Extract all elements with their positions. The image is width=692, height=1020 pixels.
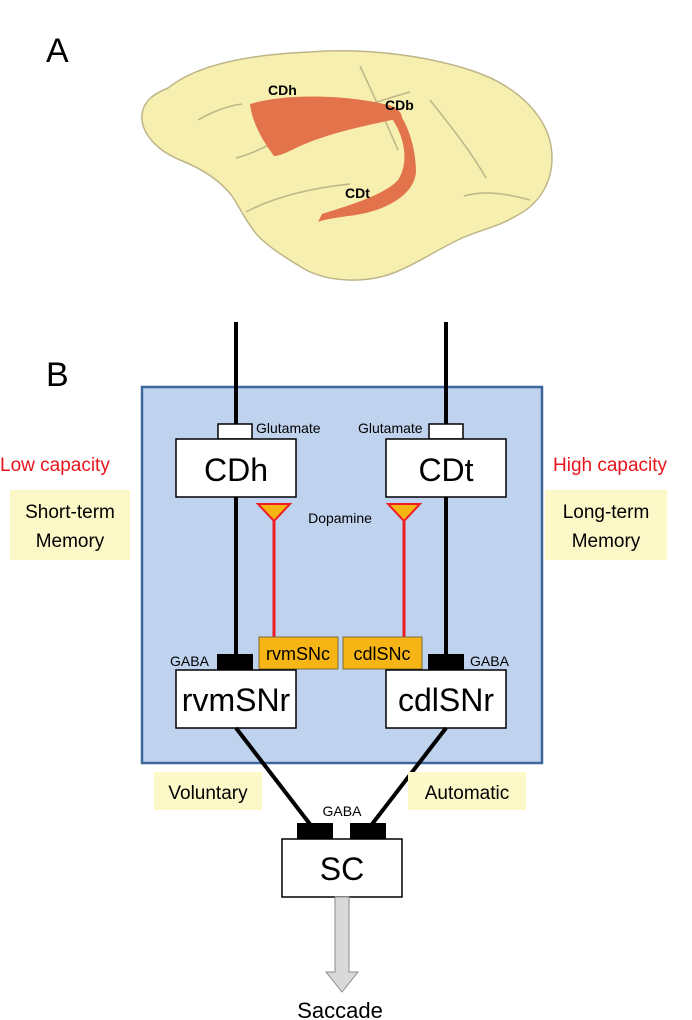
saccade-arrow bbox=[324, 896, 360, 993]
long-term-label-1: Long-term bbox=[563, 502, 650, 523]
panel-b-letter: B bbox=[46, 356, 69, 394]
rvmsnr-label: rvmSNr bbox=[182, 682, 291, 718]
caudate-body-tail bbox=[318, 108, 416, 222]
glutamate-label-left: Glutamate bbox=[256, 420, 321, 436]
sulcus-5 bbox=[463, 192, 531, 201]
glutamate-label-right: Glutamate bbox=[358, 420, 423, 436]
voluntary-label: Voluntary bbox=[168, 783, 248, 804]
gaba-label-left: GABA bbox=[170, 653, 210, 669]
cdlsnc-box bbox=[342, 636, 423, 670]
dopamine-label: Dopamine bbox=[308, 510, 372, 526]
automatic-bg bbox=[408, 772, 526, 810]
caudate-head bbox=[250, 96, 402, 156]
rvmsnc-label: rvmSNc bbox=[266, 644, 330, 664]
rvmsnr-box bbox=[175, 669, 297, 729]
short-term-label-2: Memory bbox=[36, 531, 105, 552]
gaba-terminal-left bbox=[217, 654, 253, 670]
brain-outline bbox=[141, 50, 553, 281]
cdt-box bbox=[385, 438, 507, 498]
glutamate-terminal-right bbox=[428, 423, 464, 440]
automatic-label: Automatic bbox=[425, 783, 509, 804]
glutamate-terminal-left bbox=[217, 423, 253, 440]
cdt-label: CDt bbox=[418, 452, 473, 488]
gaba-terminal-right bbox=[428, 654, 464, 670]
cdh-box bbox=[175, 438, 297, 498]
saccade-label: Saccade bbox=[297, 998, 383, 1020]
sulcus-4 bbox=[245, 183, 351, 213]
gaba-label-sc: GABA bbox=[323, 803, 363, 819]
gaba-terminal-sc-left bbox=[297, 823, 333, 839]
dopamine-terminal-right bbox=[385, 503, 423, 523]
sulcus-3 bbox=[429, 99, 487, 179]
cdh-label: CDh bbox=[204, 452, 268, 488]
cdlsnr-to-sc-line bbox=[364, 726, 448, 834]
cdlsnr-label: cdlSNr bbox=[398, 682, 494, 718]
gaba-terminal-sc-right bbox=[350, 823, 386, 839]
cdlsnc-label: cdlSNc bbox=[353, 644, 410, 664]
rvmsnc-box bbox=[258, 636, 339, 670]
caudate-body-label: CDb bbox=[385, 97, 414, 113]
sc-box bbox=[281, 838, 403, 898]
brain-illustration: CDh CDb CDt bbox=[141, 50, 553, 281]
caudate-tail-label: CDt bbox=[345, 185, 370, 201]
caudate-head-label: CDh bbox=[268, 82, 297, 98]
panel-a-letter: A bbox=[46, 32, 69, 70]
voluntary-bg bbox=[154, 772, 262, 810]
long-term-label-2: Memory bbox=[572, 531, 641, 552]
sulcus-6 bbox=[197, 103, 243, 121]
sc-label: SC bbox=[320, 851, 364, 887]
gaba-label-right: GABA bbox=[470, 653, 510, 669]
cdlsnr-box bbox=[385, 669, 507, 729]
rvmsnr-to-sc-line bbox=[234, 726, 318, 834]
low-capacity-label: Low capacity bbox=[0, 455, 110, 476]
short-term-label-1: Short-term bbox=[25, 502, 115, 523]
high-capacity-label: High capacity bbox=[553, 455, 668, 476]
short-term-memory-bg bbox=[10, 490, 130, 560]
long-term-memory-bg bbox=[545, 490, 667, 560]
dopamine-terminal-left bbox=[255, 503, 293, 523]
